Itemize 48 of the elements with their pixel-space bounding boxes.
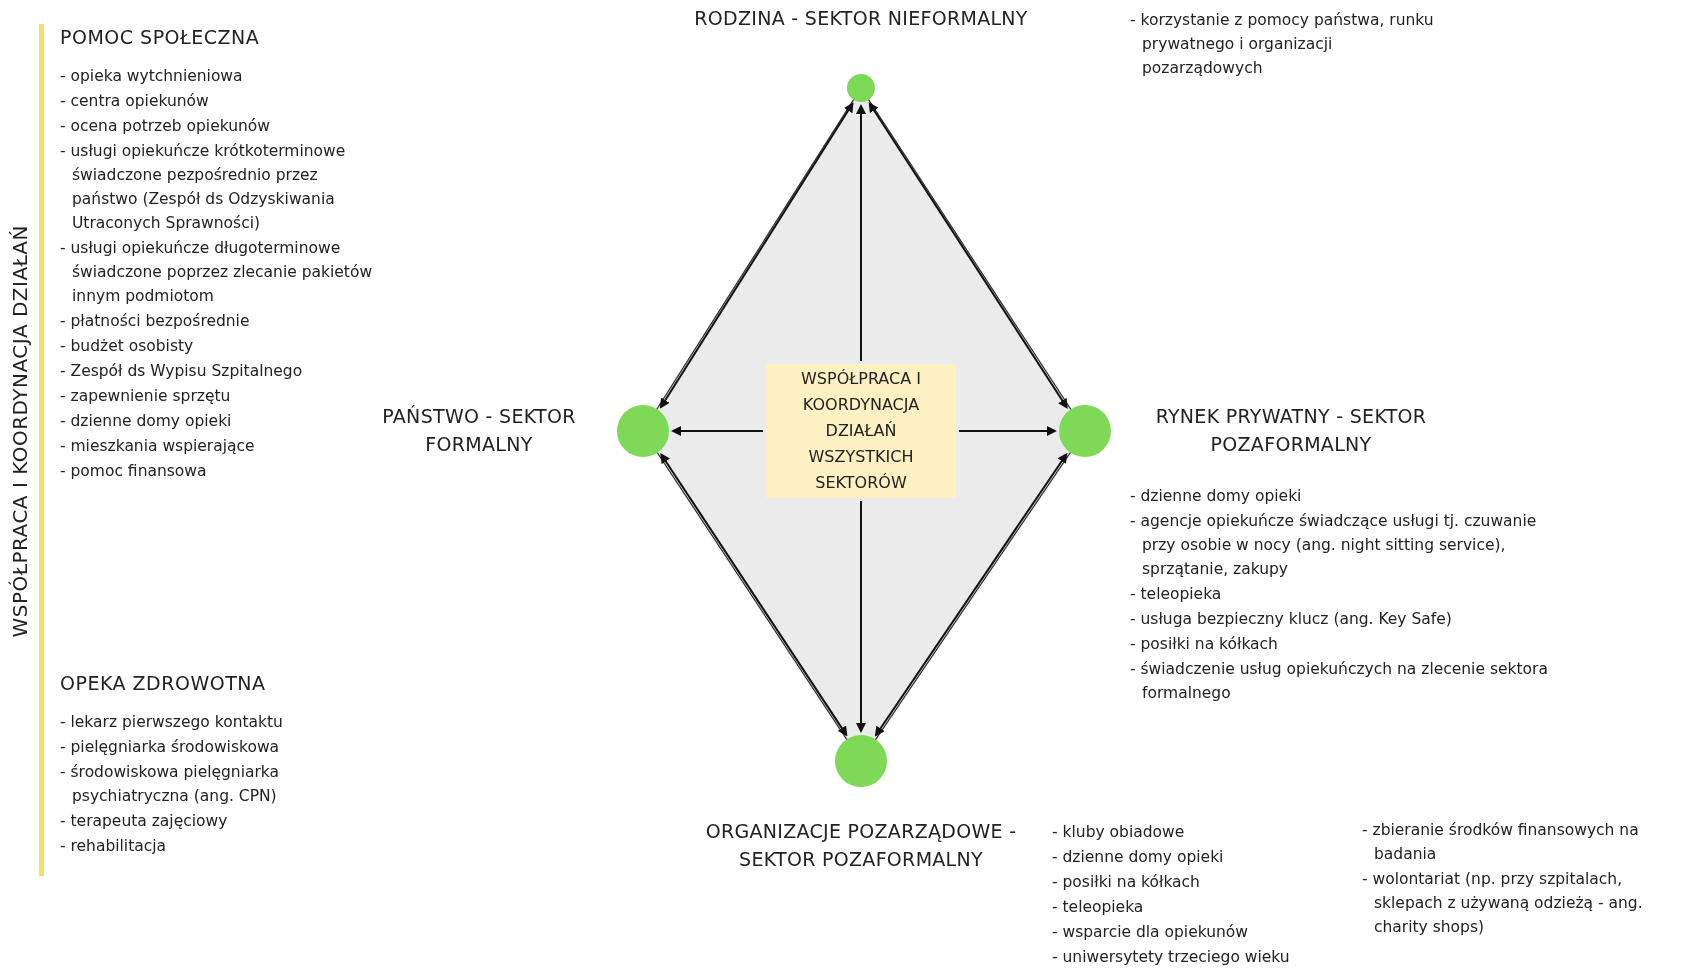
sector-title: RODZINA - SEKTOR NIEFORMALNY — [693, 6, 1029, 31]
bullet-item: - usługa bezpieczny klucz (ang. Key Safe) — [1130, 609, 1453, 630]
sector-title: ORGANIZACJE POZARZĄDOWE - SEKTOR POZAFORMALNY — [704, 819, 1018, 872]
bullet-item: - zbieranie środków finansowych na badania — [1362, 820, 1640, 865]
bullet-item: - zapewnienie sprzętu — [60, 386, 232, 407]
bullet-item: - usługi opiekuńcze krótkoterminowe świadczone pezpośrednio przez państwo (Zespół ds Odzyskiwania Utraconych Sprawności) — [60, 141, 347, 234]
center-label: WSPÓŁPRACA I KOORDYNACJA DZIAŁAŃ WSZYSTKICH SEKTORÓW — [766, 364, 956, 498]
bullet-item: - mieszkania wspierające — [60, 436, 256, 457]
side-title: WSPÓŁPRACA I KOORDYNACJA DZIAŁAŃ — [8, 224, 32, 638]
arrow — [958, 426, 1057, 436]
bullet-item: - terapeuta zajęciowy — [60, 811, 229, 832]
bullet-item: - posiłki na kółkach — [1130, 634, 1279, 655]
section-heading: OPEKA ZDROWOTNA — [60, 672, 267, 694]
bullet-item: - teleopieka — [1052, 897, 1145, 918]
sector-title: RYNEK PRYWATNY - SEKTOR POZAFORMALNY — [1154, 404, 1428, 457]
bullet-item: - świadczenie usług opiekuńczych na zlecenie sektora formalnego — [1130, 659, 1549, 704]
bullet-item: - teleopieka — [1130, 584, 1223, 605]
bullet-item: - lekarz pierwszego kontaktu — [60, 712, 284, 733]
bullet-item: - dzienne domy opieki — [1130, 486, 1303, 507]
arrow — [856, 500, 866, 733]
bullet-item: - centra opiekunów — [60, 91, 210, 112]
sector-title: PAŃSTWO - SEKTOR FORMALNY — [381, 404, 577, 457]
bullet-item: - korzystanie z pomocy państwa, runku prywatnego i organizacji pozarządowych — [1130, 10, 1435, 79]
bullet-item: - pomoc finansowa — [60, 461, 208, 482]
double-arrow — [874, 452, 1068, 737]
bullet-item: - uniwersytety trzeciego wieku — [1052, 947, 1291, 968]
bullet-item: - płatności bezpośrednie — [60, 311, 251, 332]
bullet-item: - wolontariat (np. przy szpitalach, sklepach z używaną odzieżą - ang. charity shops) — [1362, 869, 1644, 938]
bullet-item: - dzienne domy opieki — [1052, 847, 1225, 868]
bullet-item: - kluby obiadowe — [1052, 822, 1186, 843]
bullet-item: - rehabilitacja — [60, 836, 168, 857]
bullet-item: - ocena potrzeb opiekunów — [60, 116, 271, 137]
arrow — [856, 104, 866, 362]
bullet-item: - środowiskowa pielęgniarka psychiatryczna (ang. CPN) — [60, 762, 281, 807]
bullet-item: - usługi opiekuńcze długoterminowe świadczone poprzez zlecanie pakietów innym podmiotom — [60, 238, 374, 307]
bullet-item: - budżet osobisty — [60, 336, 195, 357]
bullet-item: - Zespół ds Wypisu Szpitalnego — [60, 361, 304, 382]
double-arrow — [868, 102, 1068, 409]
bullet-item: - posiłki na kółkach — [1052, 872, 1201, 893]
bullet-item: - wsparcie dla opiekunów — [1052, 922, 1249, 943]
section-heading: POMOC SPOŁECZNA — [60, 26, 261, 48]
bullet-item: - pielęgniarka środowiskowa — [60, 737, 281, 758]
arrow — [671, 426, 764, 436]
bullet-item: - agencje opiekuńcze świadczące usługi tj. czuwanie przy osobie w nocy (ang. night sitting service), sprzątanie, zakupy — [1130, 511, 1538, 580]
bullet-item: - dzienne domy opieki — [60, 411, 233, 432]
bullet-item: - opieka wytchnieniowa — [60, 66, 244, 87]
double-arrow — [660, 453, 848, 737]
double-arrow — [659, 102, 854, 409]
